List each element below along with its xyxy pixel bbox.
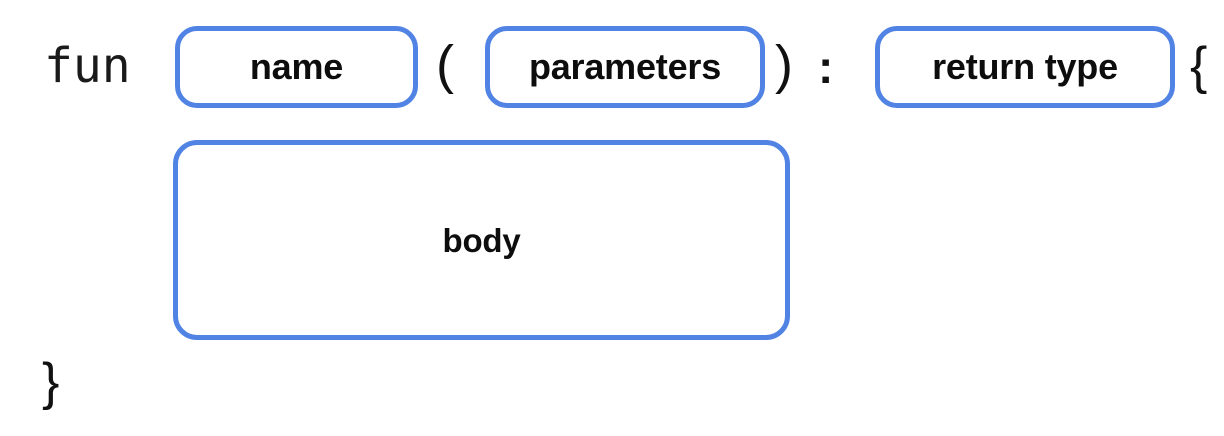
keyword-fun: fun xyxy=(44,38,131,94)
slot-parameters-label: parameters xyxy=(528,46,722,87)
slot-name-label: name xyxy=(249,46,344,87)
slot-name[interactable]: name xyxy=(175,26,418,108)
open-paren: ( xyxy=(436,35,454,95)
slot-body-label: body xyxy=(442,221,521,259)
slot-return-type-label: return type xyxy=(932,46,1118,87)
close-paren: ) xyxy=(775,35,793,95)
slot-parameters[interactable]: parameters xyxy=(485,26,765,108)
slot-return-type[interactable]: return type xyxy=(875,26,1175,108)
colon-separator: : xyxy=(818,41,834,93)
slot-body[interactable]: body xyxy=(173,140,790,340)
open-brace: { xyxy=(1190,37,1208,95)
close-brace: } xyxy=(42,353,60,411)
